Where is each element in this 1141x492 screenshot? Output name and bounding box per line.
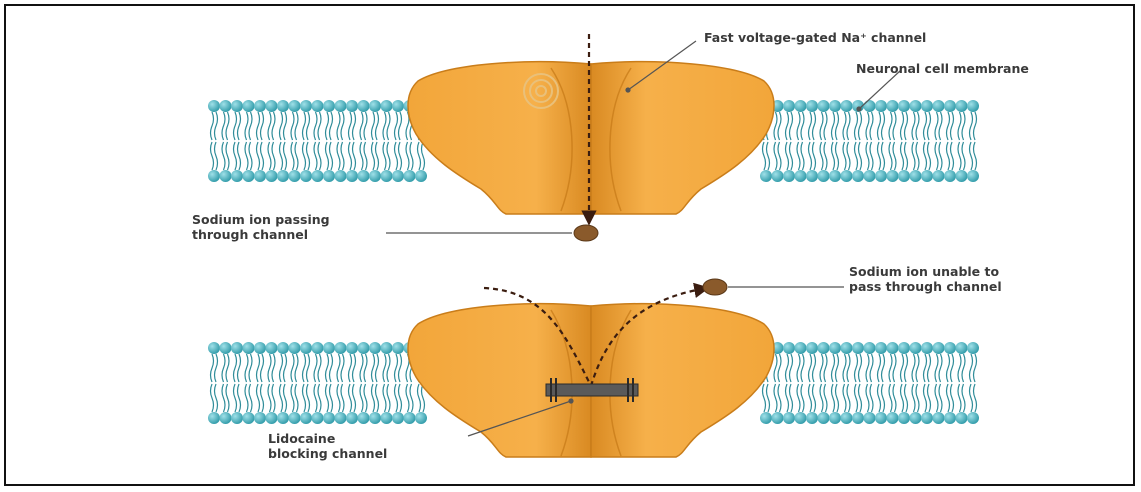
sodium-ion-blocked bbox=[703, 279, 727, 295]
label-ion-passing: Sodium ion passing through channel bbox=[192, 212, 330, 242]
sodium-channel-open bbox=[408, 34, 774, 218]
label-na-channel: Fast voltage-gated Na⁺ channel bbox=[704, 30, 926, 45]
label-membrane: Neuronal cell membrane bbox=[856, 61, 1029, 76]
sodium-ion-passing bbox=[574, 225, 598, 241]
label-lidocaine: Lidocaine blocking channel bbox=[268, 431, 387, 461]
label-ion-unable: Sodium ion unable to pass through channe… bbox=[849, 264, 1002, 294]
channel-diagram bbox=[6, 6, 1137, 488]
sodium-channel-blocked bbox=[408, 288, 774, 457]
diagram-frame: Fast voltage-gated Na⁺ channel Neuronal … bbox=[4, 4, 1135, 486]
